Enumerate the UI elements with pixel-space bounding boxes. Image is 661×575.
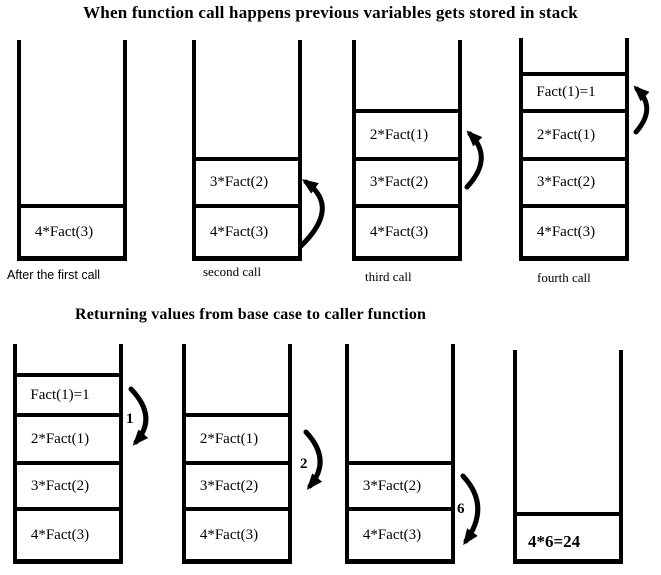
stack-frame: 3*Fact(2) <box>349 461 451 507</box>
push-stack-3-caption: third call <box>365 269 412 284</box>
push-section-title: When function call happens previous vari… <box>83 3 578 22</box>
push-stack-4: Fact(1)=1 2*Fact(1) 3*Fact(2) 4*Fact(3) <box>519 38 629 261</box>
return-value-2: 2 <box>300 456 308 472</box>
pop-arrow-down-icon <box>303 429 323 490</box>
stack-frame: 3*Fact(2) <box>17 461 119 507</box>
stack-frame: Fact(1)=1 <box>17 373 119 413</box>
stack-frame: Fact(1)=1 <box>523 72 625 109</box>
push-stack-1-caption: After the first call <box>7 268 101 282</box>
stack-frame: 2*Fact(1) <box>523 109 625 157</box>
push-arrow-up-icon <box>633 85 650 135</box>
stack-frame: 3*Fact(2) <box>356 157 458 204</box>
return-value-6: 6 <box>457 501 465 517</box>
push-stack-2: 3*Fact(2) 4*Fact(3) <box>192 40 302 261</box>
stack-frame: 2*Fact(1) <box>356 109 458 157</box>
stack-frame: 4*Fact(3) <box>196 204 298 256</box>
stack-frame: 4*Fact(3) <box>17 507 119 559</box>
pop-stack-1: Fact(1)=1 2*Fact(1) 3*Fact(2) 4*Fact(3) <box>13 344 123 564</box>
stack-frame: 3*Fact(2) <box>523 157 625 204</box>
pop-section-title: Returning values from base case to calle… <box>75 306 427 323</box>
push-arrow-up-icon <box>464 130 484 190</box>
push-stack-2-caption: second call <box>203 264 262 279</box>
push-stack-1: 4*Fact(3) <box>17 40 127 261</box>
stack-frame: 4*Fact(3) <box>21 204 123 256</box>
pop-stack-3: 3*Fact(2) 4*Fact(3) <box>345 344 455 564</box>
pop-arrow-down-icon <box>460 473 481 546</box>
stack-frame: 4*Fact(3) <box>186 507 288 559</box>
stack-frame: 2*Fact(1) <box>186 413 288 461</box>
pop-stack-2: 2*Fact(1) 3*Fact(2) 4*Fact(3) <box>182 344 292 564</box>
push-stack-3: 2*Fact(1) 3*Fact(2) 4*Fact(3) <box>352 40 462 261</box>
push-stack-4-caption: fourth call <box>537 270 591 285</box>
push-arrow-up-icon <box>298 179 325 249</box>
stack-frame: 2*Fact(1) <box>17 413 119 461</box>
pop-stack-4: 4*6=24 <box>513 350 623 564</box>
stack-frame-result: 4*6=24 <box>517 512 619 559</box>
stack-frame: 4*Fact(3) <box>523 204 625 256</box>
stack-frame: 4*Fact(3) <box>356 204 458 256</box>
return-value-1: 1 <box>126 411 134 427</box>
stack-frame: 3*Fact(2) <box>186 461 288 507</box>
stack-frame: 4*Fact(3) <box>349 507 451 559</box>
stack-frame: 3*Fact(2) <box>196 157 298 204</box>
